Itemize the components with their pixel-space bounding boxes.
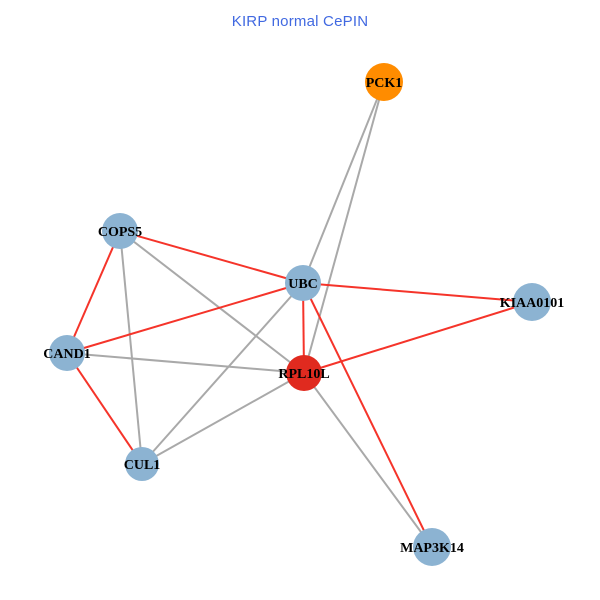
graph-node-label-map3k14: MAP3K14 <box>400 541 464 556</box>
graph-edge-rpl10l-cul1 <box>141 372 305 465</box>
graph-node-label-kiaa0101: KIAA0101 <box>500 296 565 311</box>
graph-node-label-cand1: CAND1 <box>43 347 90 362</box>
graph-edge-ubc-map3k14 <box>302 282 433 548</box>
graph-node-label-pck1: PCK1 <box>366 76 403 91</box>
graph-edge-cops5-ubc <box>119 230 304 284</box>
graph-node-map3k14 <box>413 528 451 566</box>
graph-node-label-cul1: CUL1 <box>124 458 161 473</box>
graph-edge-rpl10l-map3k14 <box>303 372 433 548</box>
graph-node-cul1 <box>125 447 159 481</box>
graph-edge-pck1-rpl10l <box>303 81 385 374</box>
graph-node-pck1 <box>365 63 403 101</box>
graph-node-label-cops5: COPS5 <box>98 225 142 240</box>
graph-edge-pck1-ubc <box>302 81 385 284</box>
graph-node-label-rpl10l: RPL10L <box>278 367 329 382</box>
graph-node-label-ubc: UBC <box>288 277 318 292</box>
graph-edge-cand1-ubc <box>66 282 304 354</box>
graph-edge-rpl10l-kiaa0101 <box>303 301 533 374</box>
plot-title: KIRP normal CePIN <box>231 13 369 30</box>
graph-edge-cops5-rpl10l <box>119 230 305 374</box>
graph-edge-ubc-kiaa0101 <box>302 282 533 303</box>
graph-node-cand1 <box>49 335 85 371</box>
graph-node-rpl10l <box>286 355 322 391</box>
graph-edge-cops5-cul1 <box>119 230 143 465</box>
graph-edge-cand1-rpl10l <box>66 352 305 374</box>
graph-edge-ubc-cul1 <box>141 282 304 465</box>
graph-node-cops5 <box>102 213 138 249</box>
graph-edge-cand1-cul1 <box>66 352 143 465</box>
graph-edge-cops5-cand1 <box>66 230 121 354</box>
graph-node-ubc <box>285 265 321 301</box>
graph-node-kiaa0101 <box>513 283 551 321</box>
